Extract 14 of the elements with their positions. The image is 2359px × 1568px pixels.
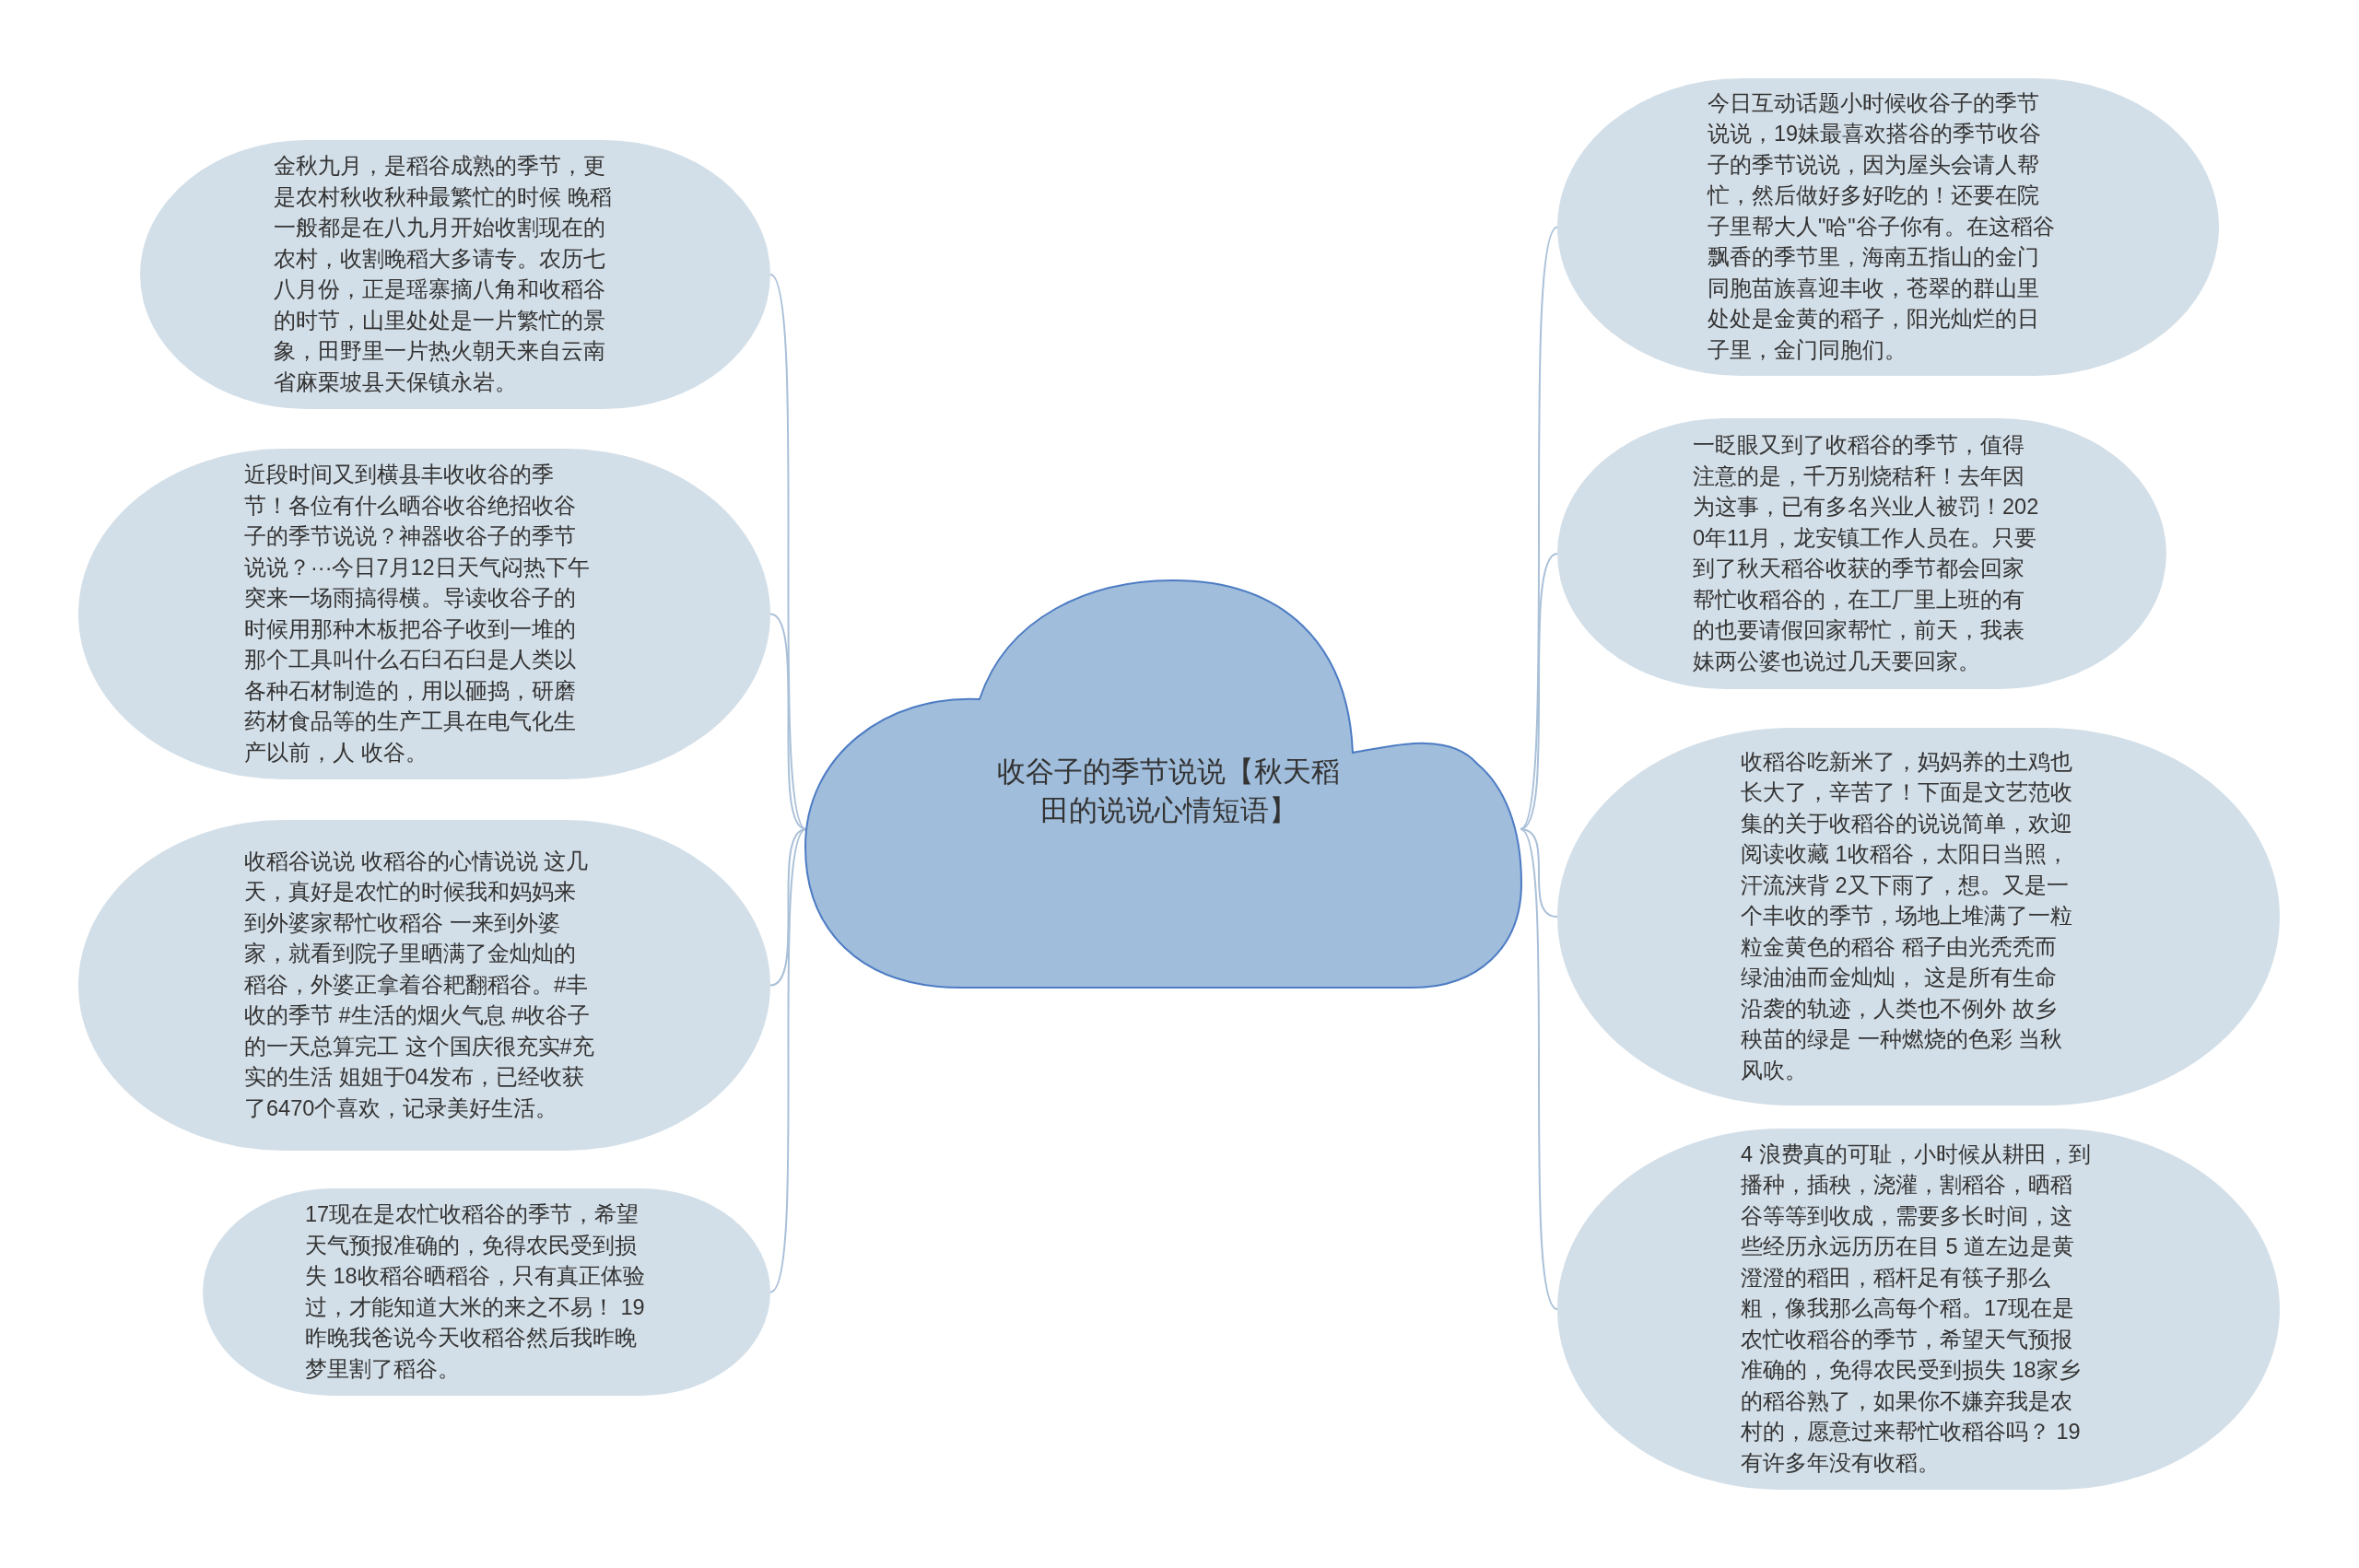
connector-line — [769, 274, 807, 830]
connector-line — [1520, 828, 1558, 918]
connector-line — [1520, 828, 1558, 1310]
connector-line — [769, 828, 807, 1293]
speech-bubble: 一眨眼又到了收稻谷的季节，值得注意的是，千万别烧秸秆！去年因为这事，已有多名兴业人被罚！2020年11月，龙安镇工作人员在。只要到了秋天稻谷收获的季节都会回家帮忙收稻谷的，在工厂里上班的有的也要请假回家帮忙，前天，我表妹两公婆也说过几天要回家。 — [1557, 418, 2166, 689]
cloud-shape: 收谷子的季节说说【秋天稻田的说说心情短语】 — [804, 579, 1522, 989]
connector-line — [1520, 553, 1558, 830]
speech-bubble: 17现在是农忙收稻谷的季节，希望天气预报准确的，免得农民受到损失 18收稻谷晒稻谷，只有真正体验过，才能知道大米的来之不易！ 19昨晚我爸说今天收稻谷然后我昨晚梦里割了稻谷。 — [203, 1188, 770, 1396]
speech-bubble: 近段时间又到横县丰收收谷的季节！各位有什么晒谷收谷绝招收谷子的季节说说？神器收谷子的季节说说？···今日7月12日天气闷热下午突来一场雨搞得横。导读收谷子的时候用那种木板把谷子收到一堆的那个工具叫什么石臼石臼是人类以各种石材制造的，用以砸捣，研磨药材食品等的生产工具在电气化生产以前，人 收谷。 — [78, 449, 770, 779]
speech-bubble: 收稻谷说说 收稻谷的心情说说 这几天，真好是农忙的时候我和妈妈来到外婆家帮忙收稻谷 一来到外婆家，就看到院子里晒满了金灿灿的稻谷，外婆正拿着谷耙翻稻谷。#丰收的季节 #生活的烟火气息 #收谷子的一天总算完工 这个国庆很充实#充实的生活 姐姐于04发布，已经收获了6470个喜欢，记录美好生活。 — [78, 820, 770, 1151]
speech-bubble: 4 浪费真的可耻，小时候从耕田，到播种，插秧，浇灌，割稻谷，晒稻谷等等到收成，需要多长时间，这些经历永远历历在目 5 道左边是黄澄澄的稻田，稻杆足有筷子那么粗，像我那么高每个稻。17现在是农忙收稻谷的季节，希望天气预报准确的，免得农民受到损失 18家乡的稻谷熟了，如果你不嫌弃我是农村的，愿意过来帮忙收稻谷吗？ 19有许多年没有收稻。 — [1557, 1129, 2280, 1490]
speech-bubble: 收稻谷吃新米了，妈妈养的土鸡也长大了，辛苦了！下面是文艺范收集的关于收稻谷的说说简单，欢迎阅读收藏 1收稻谷，太阳日当照，汗流浃背 2又下雨了，想。又是一个丰收的季节，场地上堆满了一粒粒金黄色的稻谷 稻子由光秃秃而绿油油而金灿灿， 这是所有生命沿袭的轨迹，人类也不例外 故乡秧苗的绿是 一种燃烧的色彩 当秋风吹。 — [1557, 728, 2280, 1106]
speech-bubble: 今日互动话题小时候收谷子的季节说说，19妹最喜欢搭谷的季节收谷子的季节说说，因为屋头会请人帮忙，然后做好多好吃的！还要在院子里帮大人"哈"谷子你有。在这稻谷飘香的季节里，海南五指山的金门同胞苗族喜迎丰收，苍翠的群山里处处是金黄的稻子，阳光灿烂的日子里，金门同胞们。 — [1557, 78, 2219, 376]
speech-bubble: 金秋九月，是稻谷成熟的季节，更是农村秋收秋种最繁忙的时候 晚稻一般都是在八九月开始收割现在的农村，收割晚稻大多请专。农历七八月份，正是瑶寨摘八角和收稻谷的时节，山里处处是一片繁忙的景象，田野里一片热火朝天来自云南省麻栗坡县天保镇永岩。 — [140, 140, 770, 409]
